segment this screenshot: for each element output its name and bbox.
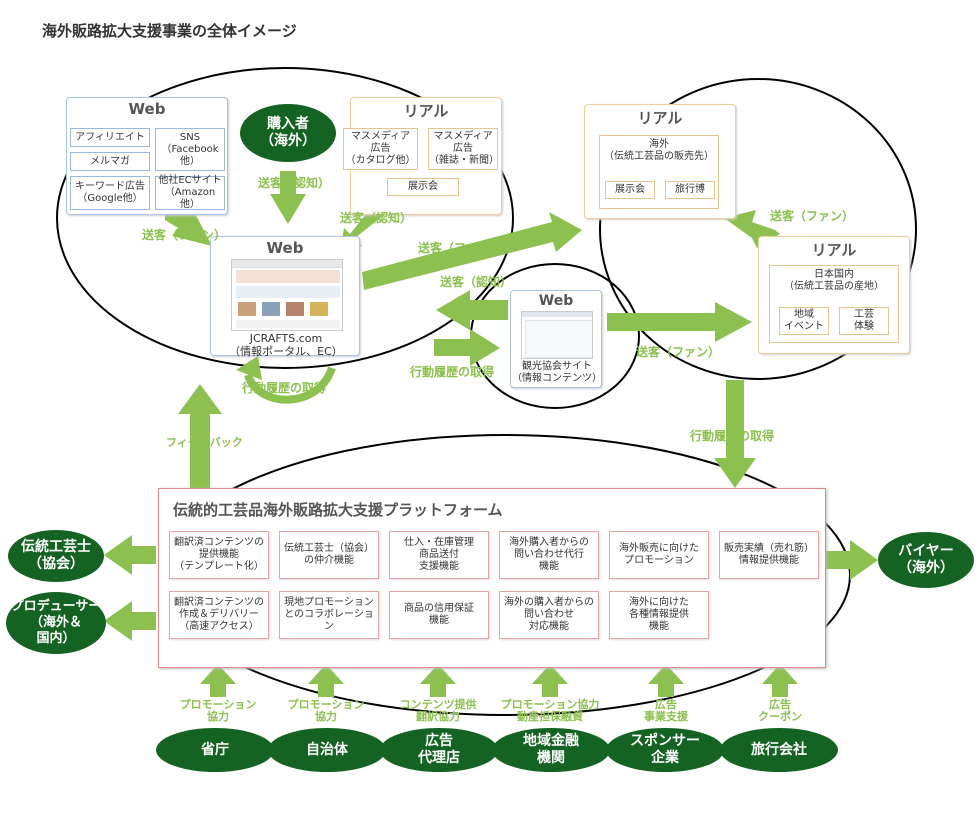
arrow-jcrafts-overseas xyxy=(362,212,582,290)
support-agency: コンテンツ提供 翻訳協力 xyxy=(399,698,477,723)
func-translated-provision: 翻訳済コンテンツの 提供機能 （テンプレート化） xyxy=(169,531,269,579)
buyer-overseas-oval: 購入者 （海外） xyxy=(240,104,336,162)
web-jcrafts-caption: JCRAFTS.com （情報ポータル、EC） xyxy=(229,332,343,358)
web-tourism-caption: 観光協会サイト （情報コンテンツ） xyxy=(512,361,602,384)
platform-title: 伝統的工芸品海外販路拡大支援プラットフォーム xyxy=(173,501,503,519)
buyer-overseas-right-oval: バイヤー （海外） xyxy=(878,532,974,588)
real-exhibition-left: 展示会 xyxy=(387,178,459,196)
real-left-section: リアル マスメディア 広告 （カタログ他） マスメディア 広告 （雑誌・新聞） … xyxy=(343,97,502,215)
support-travel: 広告 クーポン xyxy=(758,698,802,723)
web-jcrafts-section: Web JCRAFTS.com （情報ポータル、EC） xyxy=(210,236,360,358)
arrow-up-municipality xyxy=(308,664,344,697)
overseas-sales-dest-label: 海外 （伝統工芸品の販売先） xyxy=(604,139,714,162)
label-send-fan-1: 送客（ファン） xyxy=(142,228,227,242)
support-sponsor: 広告 事業支援 xyxy=(644,698,688,723)
func-inquiry-response: 海外の購入者からの 問い合わせ 対応機能 xyxy=(499,591,599,639)
label-behavior-3: 行動履歴の取得 xyxy=(690,429,775,443)
label-send-fan-3: 送客（ファン） xyxy=(770,209,855,223)
func-overseas-promotion: 海外販売に向けた プロモーション xyxy=(609,531,709,579)
label-feedback: フィードバック xyxy=(166,436,243,449)
web-jcrafts-header: Web xyxy=(266,239,304,257)
real-left-header: リアル xyxy=(403,102,449,120)
func-craftsman-intermediary: 伝統工芸士（協会） の仲介機能 xyxy=(279,531,379,579)
arrow-behavior-loop-head xyxy=(236,356,262,380)
arrow-domestic-platform xyxy=(714,380,756,488)
support-municipality: プロモーション 協力 xyxy=(287,698,365,723)
stakeholder-ad-agency: 広告 代理店 xyxy=(380,728,498,772)
arrow-tourism-jcrafts xyxy=(436,290,508,330)
jcrafts-screenshot xyxy=(231,259,343,331)
domestic-local-event: 地域 イベント xyxy=(779,307,829,335)
func-credit-guarantee: 商品の信用保証 機能 xyxy=(389,591,489,639)
web-tourism-section: Web 観光協会サイト （情報コンテンツ） xyxy=(510,290,602,388)
web-left-header: Web xyxy=(128,100,166,118)
web-tourism-header: Web xyxy=(538,293,574,309)
real-domestic-section: リアル 日本国内 （伝統工芸品の産地） 地域 イベント 工芸 体験 xyxy=(758,236,910,354)
support-ministry: プロモーション 協力 xyxy=(179,698,257,723)
func-inquiry-proxy: 海外購入者からの 問い合わせ代行 機能 xyxy=(499,531,599,579)
stakeholder-travel-agency: 旅行会社 xyxy=(720,728,838,772)
func-sales-results: 販売実績（売れ筋） 情報提供機能 xyxy=(719,531,819,579)
func-inventory-support: 仕入・在庫管理 商品送付 支援機能 xyxy=(389,531,489,579)
domestic-craft-experience: 工芸 体験 xyxy=(839,307,889,335)
real-overseas-section: リアル 海外 （伝統工芸品の販売先） 展示会 旅行博 xyxy=(584,104,736,219)
arrow-jcrafts-tourism xyxy=(434,329,500,366)
label-send-recog-2: 送客（認知） xyxy=(340,211,413,225)
real-mass-media-magazine: マスメディア 広告 （雑誌・新聞） xyxy=(428,128,499,170)
web-other-ec: 他社ECサイト （Amazon 他） xyxy=(155,175,225,210)
real-mass-media-catalog: マスメディア 広告 （カタログ他） xyxy=(343,128,418,170)
support-bank: プロモーション協力 動産担保融資 xyxy=(500,698,600,723)
arrow-up-sponsor xyxy=(648,664,684,697)
stakeholder-ministry: 省庁 xyxy=(156,728,274,772)
ellipse-domestic-web xyxy=(56,67,514,369)
label-behavior-1: 行動履歴の取得 xyxy=(410,365,495,379)
overseas-exhibition: 展示会 xyxy=(605,181,655,199)
arrow-feedback xyxy=(178,384,222,488)
tourism-screenshot xyxy=(521,311,593,359)
arrow-behavior-loop xyxy=(244,366,336,404)
arrow-up-bank xyxy=(532,664,568,697)
func-local-promo-collab: 現地プロモーション とのコラボレーション xyxy=(279,591,379,639)
arrow-buyer-down xyxy=(270,171,306,224)
real-domestic-header: リアル xyxy=(811,241,857,259)
stakeholder-municipality: 自治体 xyxy=(268,728,386,772)
arrow-to-producer xyxy=(104,601,156,641)
arrow-tourism-domestic xyxy=(607,302,752,342)
web-affiliate: アフィリエイト xyxy=(70,128,150,147)
func-overseas-info: 海外に向けた 各種情報提供 機能 xyxy=(609,591,709,639)
web-mailmagazine: メルマガ xyxy=(70,152,150,171)
stakeholder-sponsor: スポンサー 企業 xyxy=(606,728,724,772)
arrow-to-buyer xyxy=(825,540,878,580)
label-behavior-2: 行動履歴の取得 xyxy=(242,381,327,395)
craftsman-association-oval: 伝統工芸士 （協会） xyxy=(8,530,104,582)
arrow-up-travel xyxy=(762,664,798,697)
web-keyword-ads: キーワード広告 （Google他） xyxy=(70,176,150,210)
page-title: 海外販路拡大支援事業の全体イメージ xyxy=(42,22,297,40)
label-send-recog-3: 送客（認知） xyxy=(440,275,513,289)
real-overseas-header: リアル xyxy=(637,109,683,127)
platform-box: 伝統的工芸品海外販路拡大支援プラットフォーム 翻訳済コンテンツの 提供機能 （テ… xyxy=(158,488,826,668)
arrow-up-agency xyxy=(420,664,456,697)
stakeholder-regional-bank: 地域金融 機関 xyxy=(492,728,610,772)
arrow-up-ministry xyxy=(200,664,236,697)
ellipse-overseas xyxy=(599,78,917,380)
func-translated-creation: 翻訳済コンテンツの 作成＆デリバリー （高速アクセス） xyxy=(169,591,269,639)
label-send-fan-4: 送客（ファン） xyxy=(636,345,721,359)
label-send-fan-2: 送客（ファン） xyxy=(418,241,503,255)
web-left-section: Web アフィリエイト メルマガ キーワード広告 （Google他） SNS （… xyxy=(66,97,228,215)
arrow-to-craftsman xyxy=(104,535,156,575)
domestic-production-area-label: 日本国内 （伝統工芸品の産地） xyxy=(784,269,884,292)
overseas-travel-expo: 旅行博 xyxy=(665,181,715,199)
producer-oval: プロデューサー （海外＆ 国内） xyxy=(6,592,106,654)
label-send-recog-1: 送客（認知） xyxy=(258,176,331,190)
web-sns: SNS （Facebook 他） xyxy=(155,128,225,171)
